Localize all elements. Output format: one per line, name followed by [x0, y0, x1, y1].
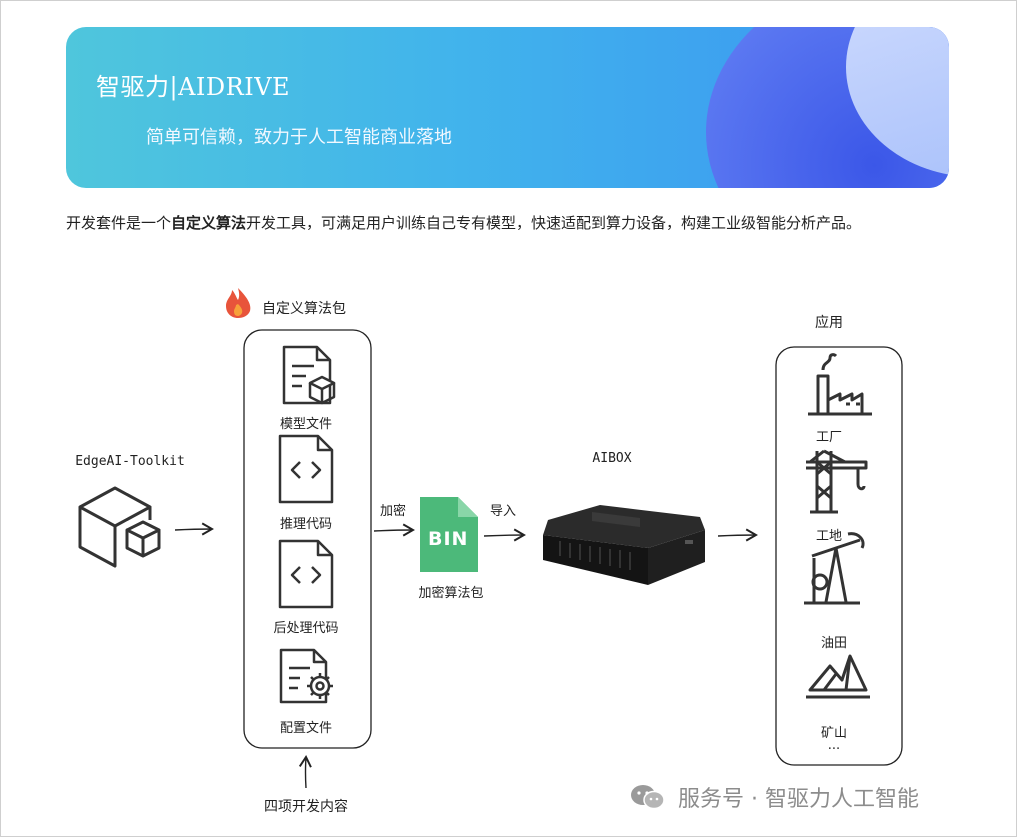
fire-icon [226, 288, 251, 318]
inference-code-icon [278, 434, 334, 504]
watermark-text: 服务号 · 智驱力人工智能 [678, 787, 919, 812]
intro-suffix: 开发工具，可满足用户训练自己专有模型，快速适配到算力设备，构建工业级智能分析产品… [246, 214, 862, 232]
package-item-config: 配置文件 [279, 721, 333, 736]
aibox-device-image [543, 505, 705, 585]
package-title: 自定义算法包 [262, 301, 346, 317]
toolkit-label: EdgeAI-Toolkit [75, 454, 185, 469]
banner-subtitle: 简单可信赖，致力于人工智能商业落地 [146, 127, 452, 148]
app-item-factory: 工厂 [815, 430, 843, 445]
bin-caption: 加密算法包 [418, 586, 484, 601]
intro-paragraph: 开发套件是一个自定义算法开发工具，可满足用户训练自己专有模型，快速适配到算力设备… [66, 211, 950, 236]
package-item-model: 模型文件 [279, 417, 333, 432]
mountain-icon [806, 654, 870, 699]
config-file-icon [279, 648, 333, 704]
wechat-icon [631, 785, 665, 810]
package-item-postprocess: 后处理代码 [273, 621, 339, 636]
banner-title: 智驱力|AIDRIVE [96, 73, 291, 101]
bin-file-icon [420, 497, 478, 572]
arrow-aibox-to-apps [717, 528, 758, 542]
intro-highlight: 自定义算法 [171, 214, 247, 232]
app-item-more: ... [827, 738, 841, 753]
package-container [243, 329, 372, 749]
package-item-inference: 推理代码 [279, 517, 333, 532]
crane-icon [806, 449, 868, 514]
model-file-icon [282, 345, 336, 405]
oil-pump-icon [804, 532, 865, 605]
arrow-footer-to-package [298, 755, 312, 789]
apps-container [775, 346, 903, 766]
toolkit-box-icon [78, 486, 161, 568]
app-item-oilfield: 油田 [820, 636, 848, 651]
header-banner: 智驱力|AIDRIVE 简单可信赖，致力于人工智能商业落地 [66, 27, 949, 188]
apps-title: 应用 [815, 315, 843, 331]
import-label: 导入 [490, 504, 517, 519]
package-footer: 四项开发内容 [264, 799, 348, 815]
bin-text: BIN [428, 528, 469, 550]
aibox-label: AIBOX [592, 451, 632, 466]
intro-prefix: 开发套件是一个 [66, 214, 172, 232]
watermark: 服务号 · 智驱力人工智能 [628, 780, 919, 814]
factory-icon [808, 353, 872, 416]
app-item-mine: 矿山 [820, 726, 848, 741]
postprocess-code-icon [278, 539, 334, 609]
app-item-construction: 工地 [815, 529, 843, 544]
arrow-toolkit-to-package [174, 522, 214, 536]
arrow-bin-to-aibox [483, 528, 526, 542]
encrypt-label: 加密 [380, 504, 407, 519]
arrow-package-to-bin [373, 523, 415, 537]
